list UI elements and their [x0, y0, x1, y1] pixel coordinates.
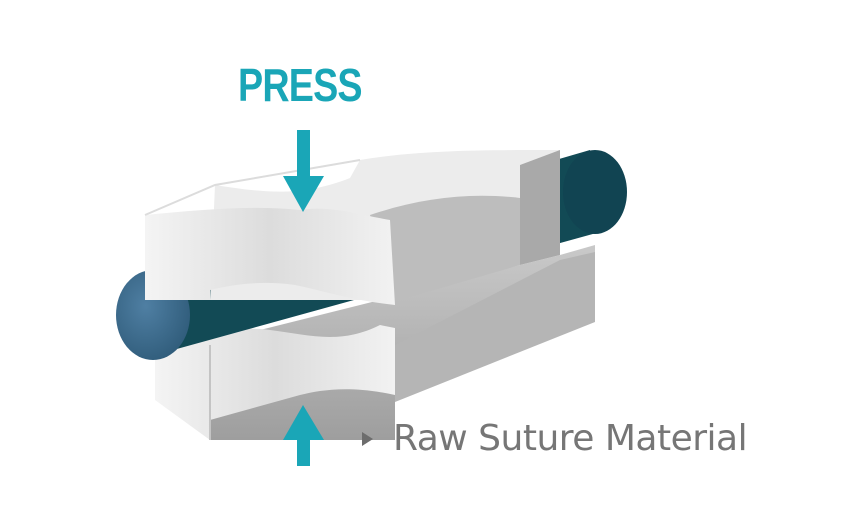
bottom-die: [155, 245, 595, 440]
triangle-right-icon: [362, 432, 373, 446]
top-die: [144, 150, 560, 305]
press-label: PRESS: [238, 59, 363, 111]
material-label: Raw Suture Material: [393, 418, 748, 459]
arrow-down-icon: [283, 130, 324, 212]
arrow-up-icon: [283, 405, 324, 466]
